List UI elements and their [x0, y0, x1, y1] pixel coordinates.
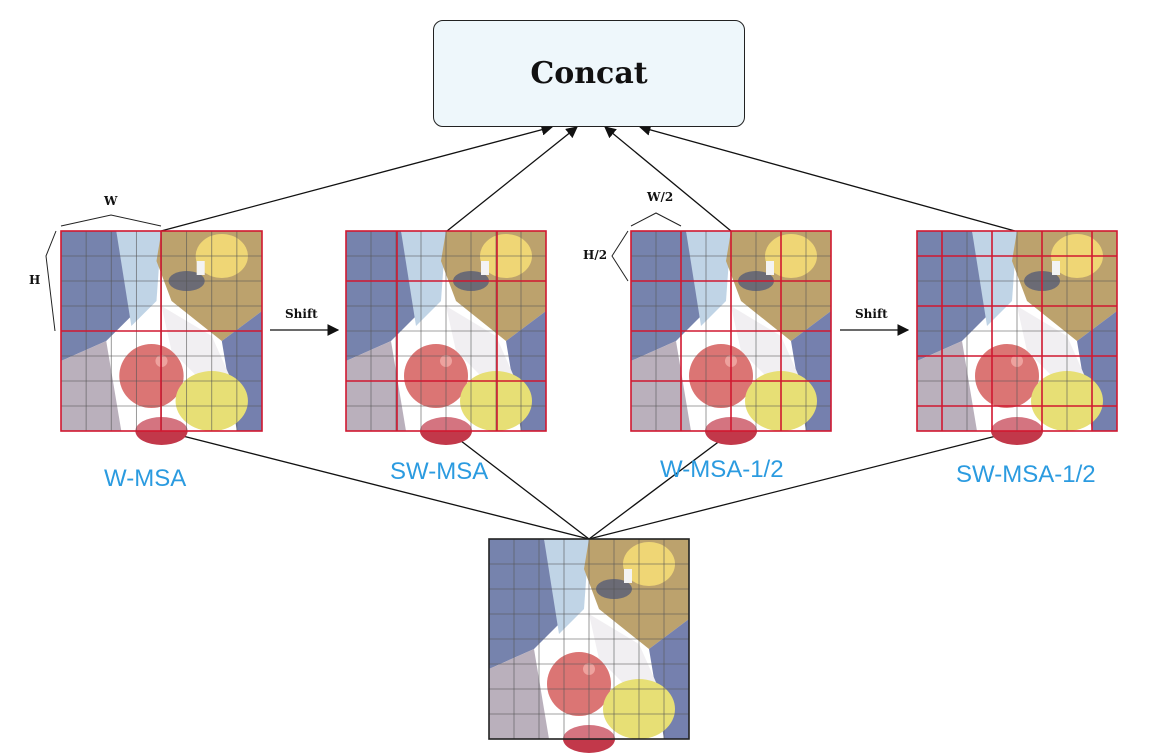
shift-label-2: Shift	[855, 307, 888, 321]
label-w-msa-half: W-MSA-1/2	[660, 456, 784, 483]
window-panel-w-msa	[60, 230, 263, 445]
shift-label-1: Shift	[285, 307, 318, 321]
concat-box: Concat	[433, 20, 745, 127]
arrow-input-to-sw-msa-half	[588, 427, 1018, 540]
label-w-msa: W-MSA	[104, 465, 187, 492]
brace-w	[60, 214, 162, 227]
brace-w-half	[630, 212, 682, 227]
arrow-input-to-sw-msa	[447, 430, 590, 540]
arrow-w-msa-to-concat	[160, 124, 554, 232]
brace-h-half	[611, 230, 629, 282]
window-panel-w-msa-half	[630, 230, 832, 445]
arrow-input-to-w-msa	[161, 427, 590, 540]
window-panel-sw-msa-half	[916, 230, 1118, 445]
dim-h-half: H/2	[583, 248, 608, 262]
window-panel-sw-msa	[345, 230, 547, 445]
arrow-w-msa-half-to-concat	[604, 126, 732, 232]
arrow-sw-msa-half-to-concat	[638, 124, 1016, 232]
label-sw-msa-half: SW-MSA-1/2	[956, 461, 1096, 488]
dim-h: H	[29, 273, 41, 287]
label-sw-msa: SW-MSA	[390, 458, 489, 485]
arrow-sw-msa-to-concat	[446, 126, 578, 232]
brace-h	[45, 230, 57, 332]
dim-w: W	[104, 194, 118, 208]
concat-label: Concat	[530, 56, 648, 91]
arrow-input-to-w-msa-half	[588, 430, 734, 540]
dim-w-half: W/2	[647, 190, 674, 204]
input-image-panel	[488, 538, 690, 753]
